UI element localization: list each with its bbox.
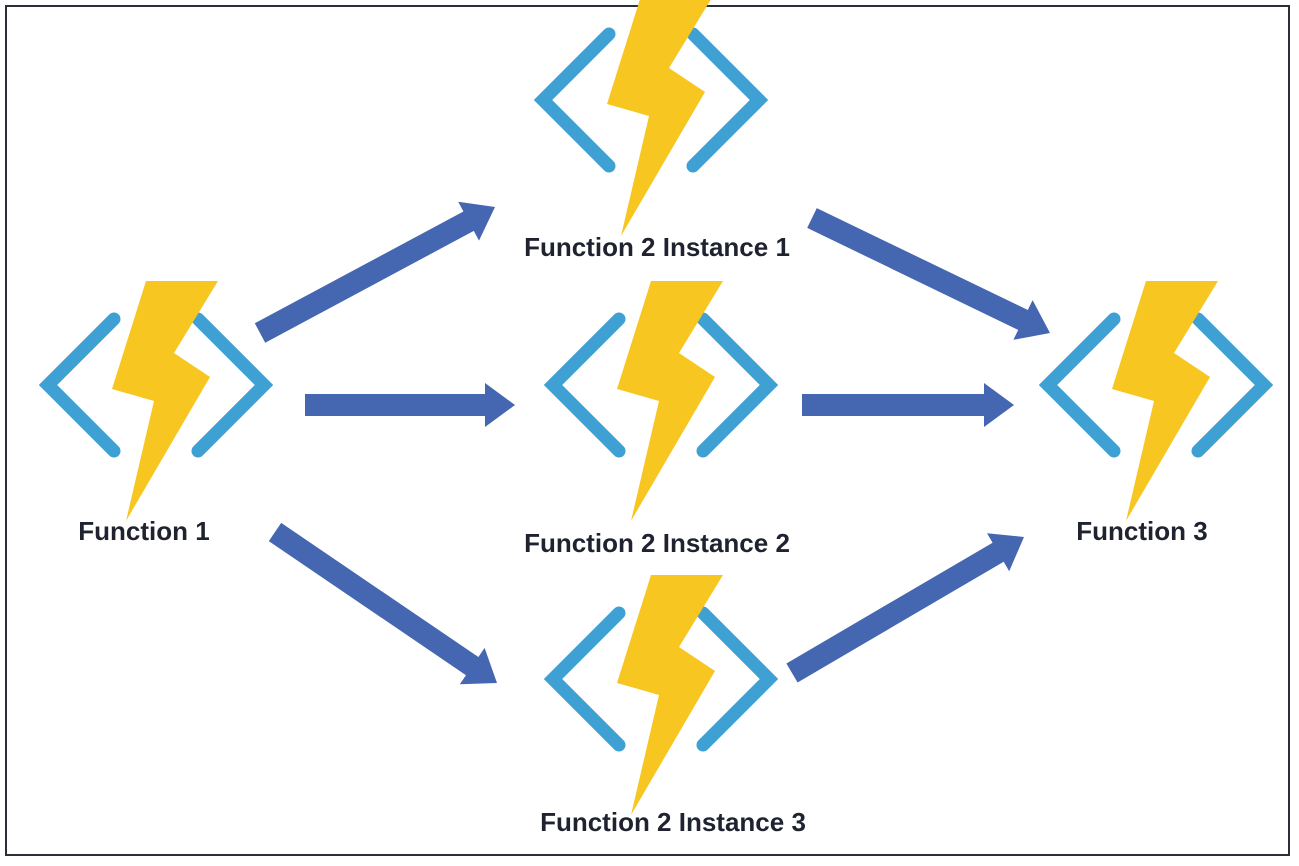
function-3-icon [1048, 281, 1264, 521]
function-3-label: Function 3 [1076, 516, 1207, 546]
function-2-instance-3-icon [553, 575, 769, 815]
function-2-instance-3-label: Function 2 Instance 3 [540, 807, 806, 837]
function-2-instance-1-icon [543, 0, 759, 236]
arrow-function-2-instance-2-to-function-3 [802, 383, 1014, 427]
function-2-instance-2-icon [553, 281, 769, 521]
arrow-function-1-to-function-2-instance-3 [268, 522, 497, 685]
function-2-instance-1-label: Function 2 Instance 1 [524, 232, 790, 262]
arrow-function-2-instance-1-to-function-3 [807, 208, 1050, 340]
arrows-layer [254, 201, 1050, 685]
function-1-label: Function 1 [78, 516, 209, 546]
function-1-icon [48, 281, 264, 521]
function-2-instance-2-label: Function 2 Instance 2 [524, 528, 790, 558]
arrow-function-1-to-function-2-instance-1 [254, 201, 495, 343]
arrow-function-1-to-function-2-instance-2 [305, 383, 515, 427]
arrow-function-2-instance-3-to-function-3 [786, 533, 1024, 683]
